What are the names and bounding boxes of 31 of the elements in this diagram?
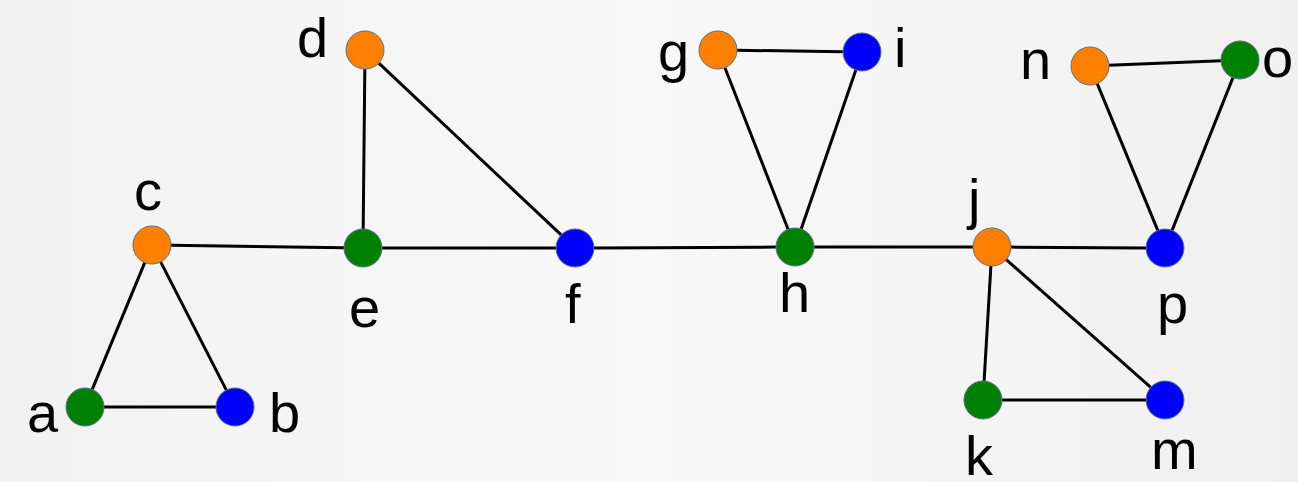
edge-line [1095, 83, 1160, 231]
edge-line [170, 243, 345, 250]
edge-line [799, 69, 858, 230]
edge-line [1170, 77, 1235, 231]
vertex-label: b [269, 385, 301, 441]
edge-line [1108, 59, 1222, 67]
edge-line [1011, 245, 1146, 250]
edge-line [361, 69, 367, 229]
vertex-label: e [349, 280, 381, 336]
vertex-label: c [134, 163, 162, 219]
vertex-label: m [1151, 422, 1198, 478]
edge-line [736, 48, 844, 54]
edge-line [723, 67, 790, 230]
vertex-label: k [965, 428, 993, 482]
edge-line [90, 262, 147, 390]
edge-line [1002, 398, 1146, 402]
edge-line [159, 261, 228, 391]
edge-line [382, 246, 556, 250]
vertex-label: f [565, 276, 581, 332]
edge-line [377, 61, 563, 237]
vertex-label: n [1020, 32, 1052, 88]
edge-line [104, 405, 216, 409]
vertex-label: h [779, 265, 811, 321]
edge-line [982, 265, 993, 382]
vertex-label: d [297, 10, 329, 66]
edge-line [1005, 258, 1152, 389]
edge-line [814, 245, 973, 249]
vertex-label: o [1262, 30, 1294, 86]
vertex-label: a [27, 385, 59, 441]
edge-line [594, 245, 776, 250]
vertex-label: i [894, 20, 907, 76]
